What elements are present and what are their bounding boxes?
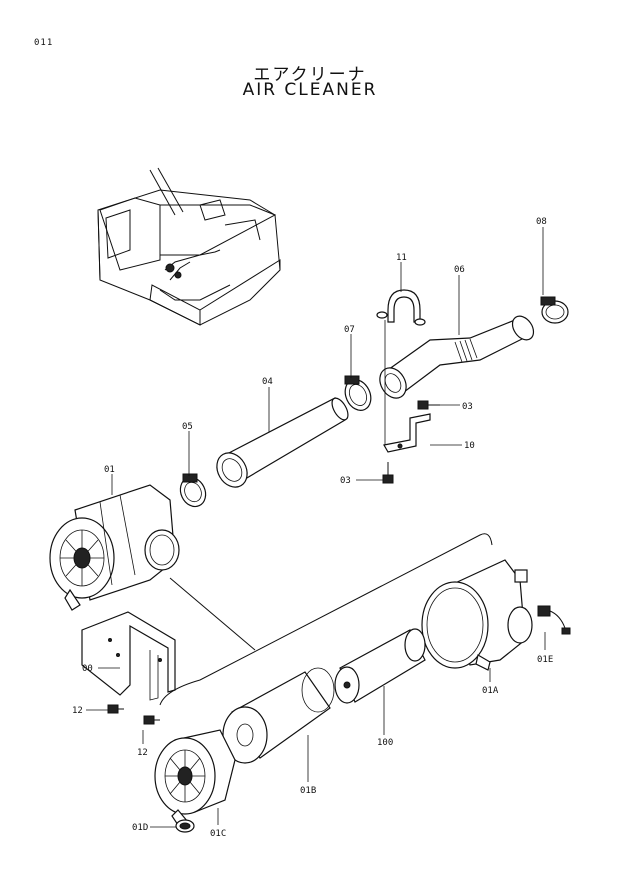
part-01D-valve bbox=[175, 819, 195, 833]
callout-01C: 01C bbox=[210, 829, 226, 839]
callout-03-upper: 03 bbox=[462, 402, 473, 412]
callout-11: 11 bbox=[396, 253, 407, 263]
callout-100: 100 bbox=[377, 738, 393, 748]
part-05-hose-clamp bbox=[179, 473, 207, 508]
callout-01A: 01A bbox=[482, 686, 499, 696]
callout-00: 00 bbox=[82, 664, 93, 674]
part-11-u-bracket bbox=[376, 289, 426, 326]
callout-08: 08 bbox=[536, 217, 547, 227]
part-01E-sensor bbox=[537, 605, 571, 635]
part-07-hose-clamp bbox=[344, 375, 372, 411]
page-code: 011 bbox=[34, 38, 54, 48]
title-japanese: エアクリーナ bbox=[253, 65, 367, 85]
callout-12-left: 12 bbox=[72, 706, 83, 716]
callout-07: 07 bbox=[344, 325, 355, 335]
part-01B-outer-element bbox=[222, 667, 335, 764]
part-01A-housing bbox=[421, 559, 533, 671]
part-08-hose-clamp bbox=[540, 296, 569, 324]
part-00-mount-bracket bbox=[81, 611, 176, 701]
exploded-view-boundary bbox=[159, 533, 493, 706]
callout-01D: 01D bbox=[132, 823, 148, 833]
part-06-elbow-hose bbox=[379, 315, 535, 399]
part-04-intake-pipe bbox=[216, 397, 349, 488]
callout-01B: 01B bbox=[300, 786, 316, 796]
callout-06: 06 bbox=[454, 265, 465, 275]
callout-10: 10 bbox=[464, 441, 475, 451]
callout-04: 04 bbox=[262, 377, 273, 387]
title-english: AIR CLEANER bbox=[242, 80, 378, 100]
callout-01E: 01E bbox=[537, 655, 553, 665]
excavator-thumbnail bbox=[97, 167, 281, 326]
callout-01: 01 bbox=[104, 465, 115, 475]
part-12-bolt-left bbox=[107, 704, 124, 714]
callout-03-lower: 03 bbox=[340, 476, 351, 486]
leader-lines bbox=[86, 227, 546, 828]
part-01-air-cleaner-assembly bbox=[49, 484, 180, 611]
part-03-bolt-lower bbox=[382, 462, 394, 484]
part-12-bolt-lower bbox=[143, 715, 160, 725]
part-01C-cover bbox=[154, 729, 236, 829]
exploded-view-leader bbox=[169, 577, 256, 651]
part-10-bracket bbox=[383, 413, 431, 453]
callout-12-lower: 12 bbox=[137, 748, 148, 758]
callout-05: 05 bbox=[182, 422, 193, 432]
part-100-inner-element bbox=[334, 628, 426, 704]
part-03-bolt-upper bbox=[417, 400, 440, 410]
